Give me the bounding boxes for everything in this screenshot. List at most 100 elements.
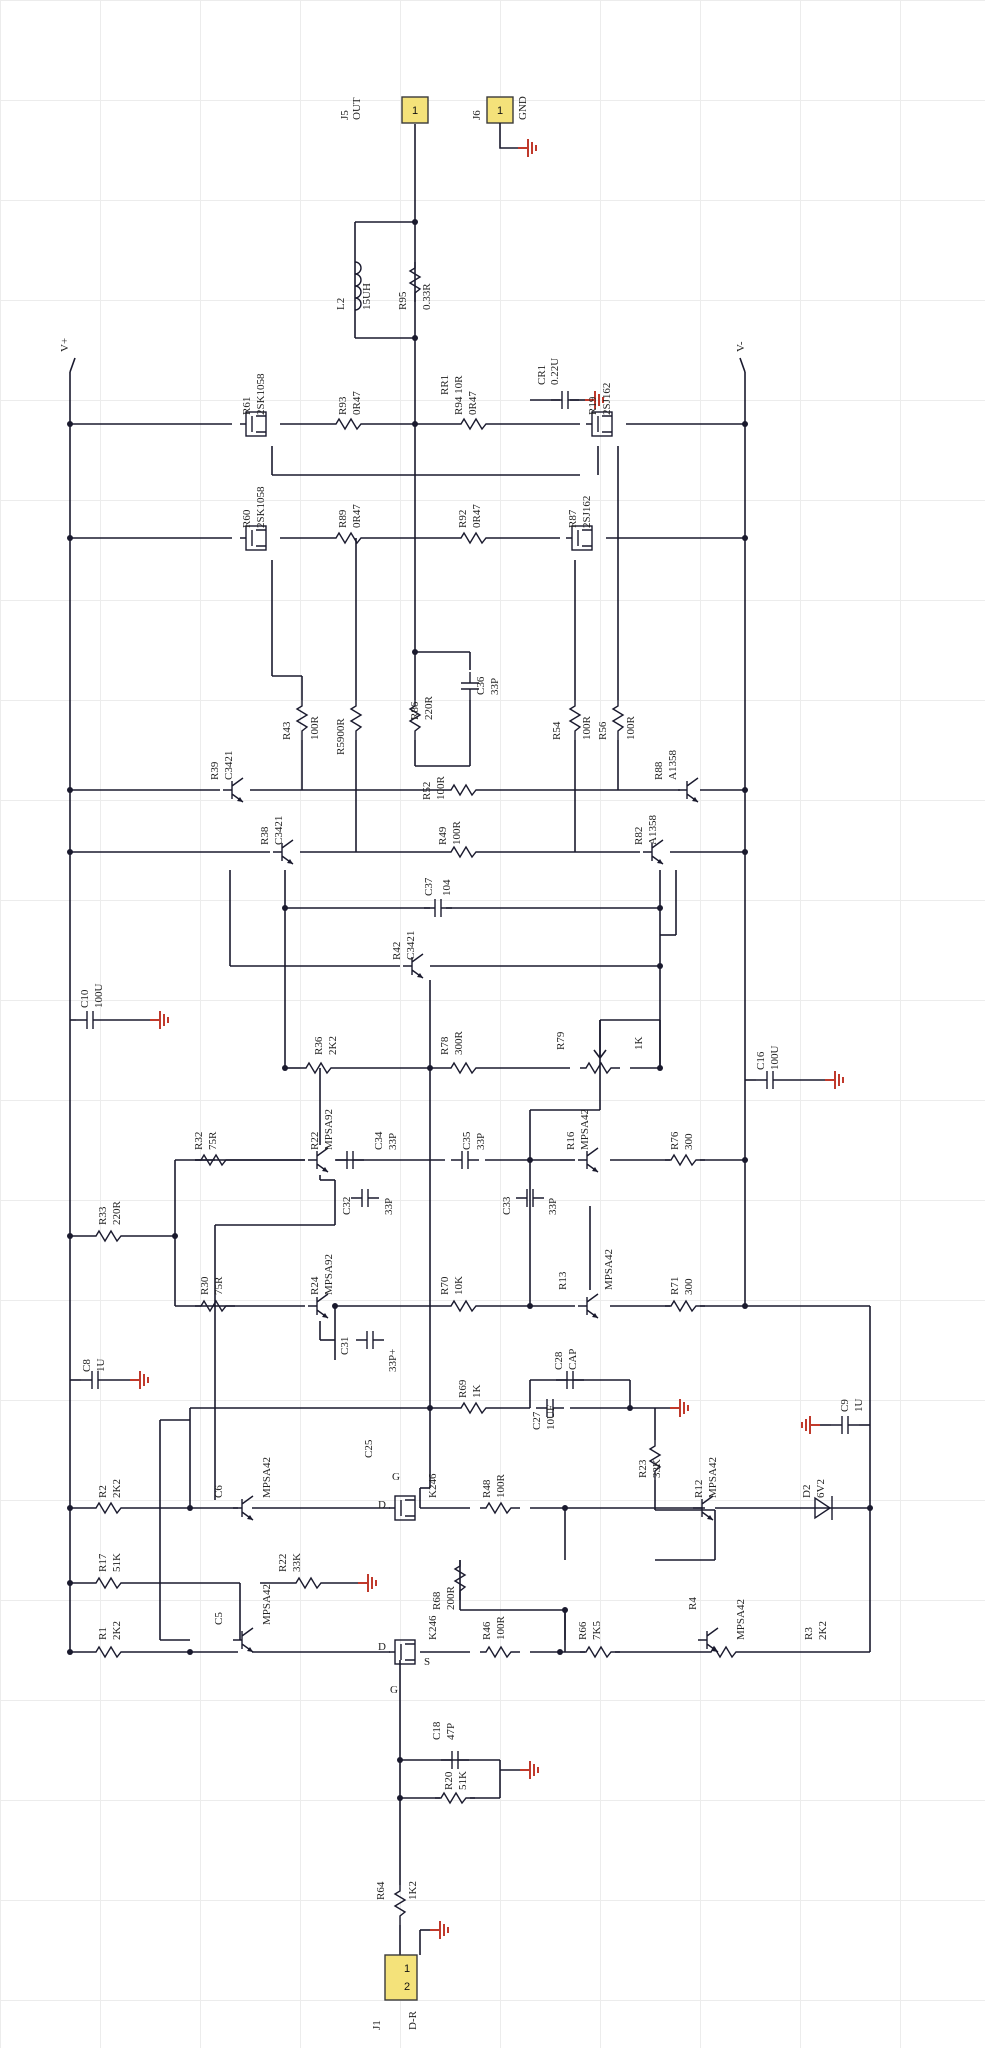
transistor-c6: C6 MPSA42	[213, 1457, 273, 1521]
j6-name: GND	[517, 96, 529, 120]
resistor-r76: R76 300	[664, 1131, 706, 1166]
svg-text:R12: R12	[693, 1480, 705, 1498]
svg-text:R61: R61	[241, 397, 253, 415]
svg-text:R39: R39	[209, 761, 221, 780]
connector-j6-gnd: 1 J6 GND	[471, 96, 537, 158]
vminus-rail	[739, 357, 746, 1308]
svg-text:C18: C18	[431, 1721, 443, 1740]
svg-text:R43: R43	[281, 721, 293, 740]
svg-text:R79: R79	[555, 1031, 567, 1050]
svg-text:R71: R71	[669, 1277, 681, 1295]
svg-text:100R: 100R	[625, 716, 637, 741]
svg-text:R22: R22	[277, 1554, 289, 1572]
svg-text:300: 300	[683, 1133, 695, 1150]
svg-text:C37: C37	[423, 877, 435, 896]
svg-text:100R: 100R	[451, 821, 463, 846]
capacitor-c16: C16 100U	[745, 1046, 844, 1090]
j1-ref: J1	[371, 2020, 383, 2030]
transistor-c5: C5 MPSA42	[213, 1584, 273, 1653]
svg-text:2SK1058: 2SK1058	[255, 486, 267, 528]
svg-text:33P: 33P	[387, 1133, 399, 1150]
svg-text:100R: 100R	[435, 776, 447, 801]
transistor-r88: R88 A1358	[653, 750, 699, 803]
svg-text:R68: R68	[431, 1591, 443, 1610]
jfet-q21: G D K246	[378, 1471, 439, 1521]
connector-j5-out: 1 J5 OUT	[339, 96, 429, 124]
svg-text:CAP: CAP	[567, 1349, 579, 1370]
svg-text:R69: R69	[457, 1379, 469, 1398]
resistor-r1: R1 2K2	[89, 1621, 131, 1658]
mosfet-r87: R87 2SJ162	[565, 496, 593, 551]
transistor-r16: R16 MPSA42	[565, 1109, 599, 1173]
svg-text:33P: 33P	[489, 678, 501, 695]
svg-text:C31: C31	[339, 1337, 351, 1355]
svg-text:R3: R3	[803, 1627, 815, 1640]
capacitor-c37: C37 104	[423, 877, 453, 918]
svg-text:R88: R88	[653, 761, 665, 780]
svg-text:R19: R19	[587, 396, 599, 415]
svg-text:15UH: 15UH	[361, 283, 373, 310]
resistor-r46: R46 100R	[479, 1616, 521, 1658]
j6-ref: J6	[471, 110, 483, 120]
svg-text:0R47: 0R47	[471, 504, 483, 528]
svg-text:47P: 47P	[445, 1723, 457, 1740]
capacitor-c28: C28 CAP	[553, 1349, 585, 1390]
connector-j1-input: 1 2 J1 D-R	[371, 1920, 449, 2030]
resistor-r95: R95 0.33R	[397, 261, 433, 310]
svg-text:2K2: 2K2	[817, 1621, 829, 1640]
resistor-r23: R23 33K	[637, 1439, 663, 1481]
resistor-r66: R66 7K5	[577, 1621, 621, 1658]
svg-text:G: G	[390, 1684, 398, 1696]
svg-text:R22: R22	[309, 1132, 321, 1150]
svg-text:7K5: 7K5	[591, 1621, 603, 1640]
svg-text:C28: C28	[553, 1351, 565, 1370]
svg-text:R24: R24	[309, 1276, 321, 1295]
capacitor-c8: C8 1U	[70, 1359, 149, 1390]
svg-text:33P: 33P	[547, 1198, 559, 1215]
svg-text:R30: R30	[199, 1276, 211, 1295]
svg-text:R52: R52	[421, 782, 433, 800]
resistor-r17: R17 51K	[89, 1553, 131, 1589]
mosfet-r61: R61 2SK1058	[239, 373, 267, 437]
svg-text:D2: D2	[801, 1485, 813, 1498]
resistor-r48: R48 100R	[479, 1474, 521, 1514]
capacitor-c18: C18 47P	[431, 1721, 539, 1780]
svg-text:R5900R: R5900R	[335, 718, 347, 755]
mosfet-r19: R19 2SJ162	[585, 383, 613, 437]
svg-text:100R: 100R	[309, 716, 321, 741]
svg-text:1U: 1U	[95, 1359, 107, 1373]
resistor-r68: R68 200R	[431, 1559, 466, 1610]
resistor-r5900r: R5900R	[335, 699, 362, 755]
j1-pin-1: 1	[404, 1963, 410, 1975]
j5-pin-label: 1	[412, 105, 418, 117]
svg-text:1K: 1K	[471, 1385, 483, 1399]
svg-text:MPSA42: MPSA42	[261, 1584, 273, 1625]
resistor-r20: R20 51K	[434, 1771, 476, 1804]
svg-text:51K: 51K	[111, 1553, 123, 1572]
capacitor-c10: C10 100U	[70, 984, 169, 1030]
capacitor-c31: C31 33P+	[339, 1330, 399, 1372]
capacitor-c32: C32 33P	[341, 1188, 395, 1215]
svg-text:K246: K246	[427, 1473, 439, 1498]
svg-text:R38: R38	[259, 826, 271, 845]
svg-text:300R: 300R	[453, 1031, 465, 1056]
svg-text:R76: R76	[669, 1131, 681, 1150]
svg-text:33P+: 33P+	[387, 1349, 399, 1372]
svg-text:0R47: 0R47	[351, 391, 363, 415]
mosfet-r60: R60 2SK1058	[239, 486, 267, 551]
svg-text:R64: R64	[375, 1881, 387, 1900]
zener-d2: D2 6V2	[801, 1479, 833, 1520]
svg-text:C35: C35	[461, 1131, 473, 1150]
svg-text:MPSA92: MPSA92	[323, 1254, 335, 1295]
svg-text:C16: C16	[755, 1051, 767, 1070]
svg-text:6V2: 6V2	[815, 1479, 827, 1498]
svg-text:R48: R48	[481, 1479, 493, 1498]
svg-text:75R: 75R	[207, 1131, 219, 1150]
svg-text:R36: R36	[313, 1036, 325, 1055]
svg-text:R2: R2	[97, 1485, 109, 1498]
svg-text:A1358: A1358	[667, 750, 679, 780]
svg-text:51K: 51K	[457, 1771, 469, 1790]
resistor-r52: R52 100R	[421, 776, 486, 801]
svg-text:R54: R54	[551, 721, 563, 740]
svg-text:R16: R16	[565, 1131, 577, 1150]
